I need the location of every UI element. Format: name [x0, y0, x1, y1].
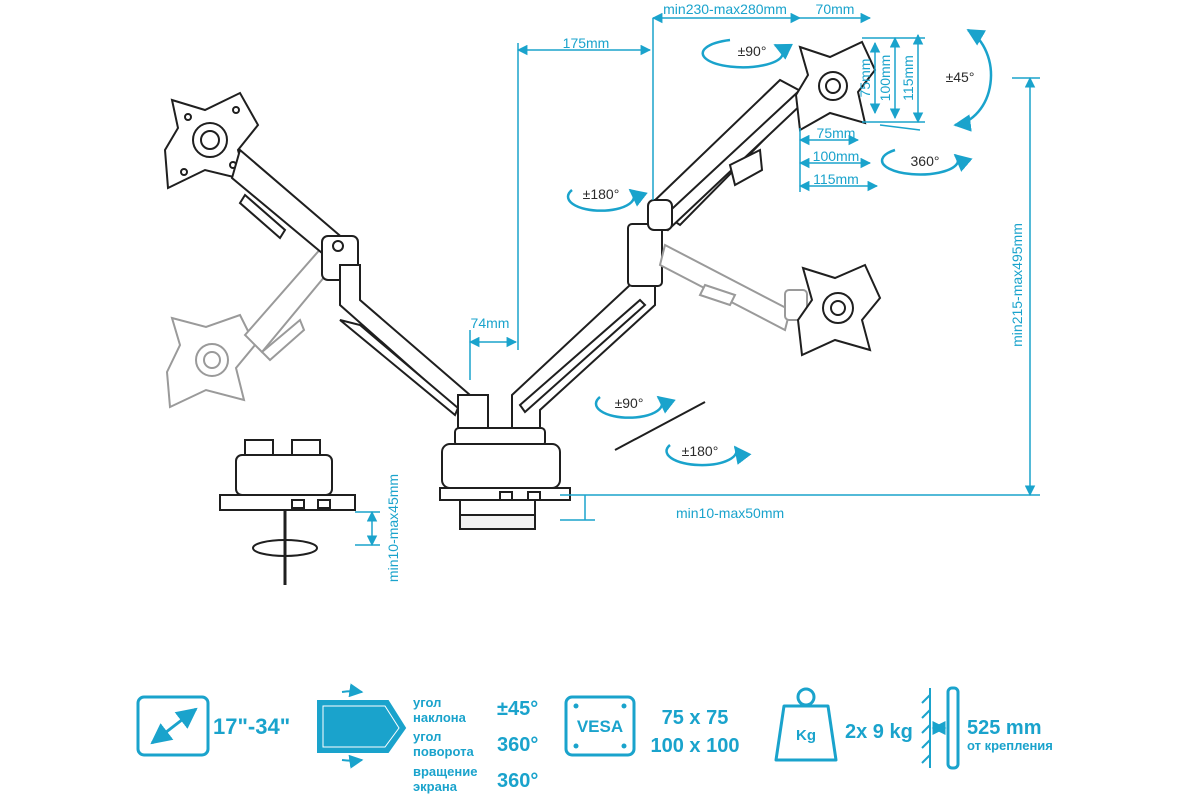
rotation-arcs: [566, 28, 993, 467]
tilt-value: ±45°: [497, 698, 538, 720]
arm-joint-label: ±180°: [583, 186, 620, 202]
grommet-base: [219, 439, 356, 585]
dimension-lines: [355, 12, 1040, 547]
base-rotation-label: ±180°: [682, 443, 719, 459]
vesa-75-h: 75mm: [817, 125, 856, 141]
vesa-115-v: 115mm: [900, 55, 916, 101]
vesa-badge: VESA: [577, 717, 623, 736]
vesa-size-1: 75 x 75: [662, 707, 729, 729]
screen-size-value: 17"-34": [213, 714, 290, 739]
screen-size-icon: [136, 695, 210, 757]
tilt-label: ±45°: [946, 69, 975, 85]
rotate-label-2: экрана: [413, 779, 458, 794]
left-lower-arm: [339, 264, 489, 441]
swivel-value: 360°: [497, 734, 538, 756]
vesa-100-v: 100mm: [877, 55, 893, 102]
swivel-label-1: угол: [413, 729, 441, 744]
distance-label: от крепления: [967, 738, 1053, 753]
tabletop-line: [614, 401, 706, 451]
plate-offset-label: 70mm: [816, 1, 855, 17]
swivel-label: ±90°: [738, 43, 767, 59]
rotation-label: 360°: [911, 153, 940, 169]
clamp-thickness-label: min10-max50mm: [676, 505, 784, 521]
grommet-thickness-label: min10-max45mm: [385, 474, 401, 582]
tilt-label-2: наклона: [413, 710, 467, 725]
tilt-monitor-icon: [317, 683, 407, 769]
arm-range-label: min230-max280mm: [663, 1, 787, 17]
vesa-75-v: 75mm: [857, 59, 873, 98]
rotate-label-1: вращение: [413, 764, 477, 779]
vesa-icon: [564, 695, 636, 757]
right-vesa-plate-upper: [794, 40, 877, 132]
vesa-100-h: 100mm: [813, 148, 860, 164]
height-range-label: min215-max495mm: [1009, 223, 1025, 347]
swivel-label-2: поворота: [413, 744, 474, 759]
arm-reach-label: 175mm: [563, 35, 610, 51]
base-joint-label: ±90°: [615, 395, 644, 411]
right-upper-arm-ghost: [658, 243, 808, 332]
center-base: [439, 427, 571, 530]
column-offset-label: 74mm: [471, 315, 510, 331]
wall-distance-icon: [921, 686, 960, 770]
tilt-label-1: угол: [413, 695, 441, 710]
vesa-115-h: 115mm: [813, 171, 859, 187]
right-upper-arm: [647, 78, 810, 232]
right-vesa-plate-ghost: [796, 263, 882, 357]
weight-value: 2x 9 kg: [845, 721, 913, 743]
left-upper-arm: [230, 148, 359, 281]
distance-value: 525 mm: [967, 717, 1042, 739]
left-vesa-plate-lower-ghost: [165, 313, 257, 409]
vesa-size-2: 100 x 100: [651, 735, 740, 757]
weight-icon: [774, 687, 838, 762]
weight-badge: Kg: [796, 727, 816, 744]
rotate-value: 360°: [497, 770, 538, 792]
